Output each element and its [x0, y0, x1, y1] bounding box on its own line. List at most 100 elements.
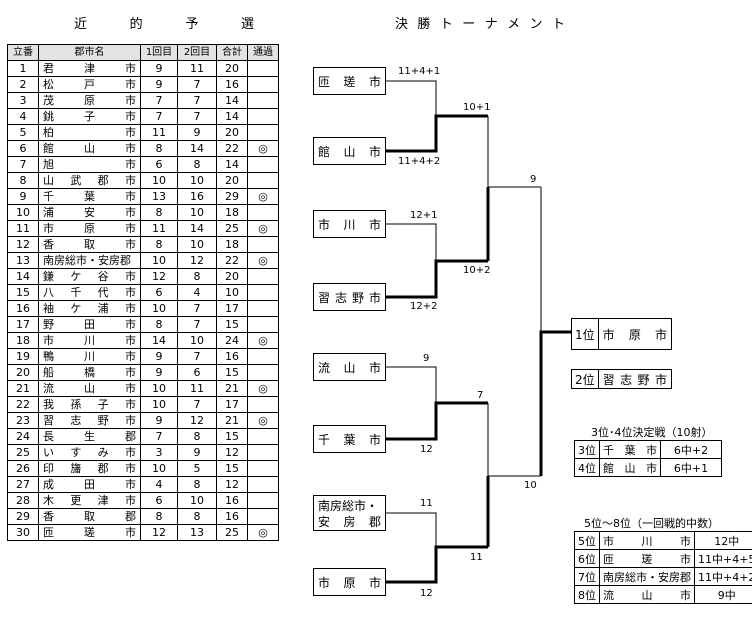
place-score: 6中+2: [660, 440, 722, 459]
place-name-cell: 流山市: [599, 585, 695, 604]
city-name: 八千代市: [43, 286, 136, 299]
team-name-line1: 南房総市・: [318, 498, 379, 513]
place-name: 南房総市・安房郡: [603, 570, 691, 584]
city-name: 千葉市: [43, 190, 136, 203]
city-name: 長生郡: [43, 430, 136, 443]
rank-second: 2位 習志野市: [571, 369, 672, 389]
rank-name: 市原市: [602, 327, 667, 342]
score-label: 12: [420, 588, 433, 599]
place-name: 館山市: [603, 461, 657, 475]
city-name: 鎌ケ谷市: [43, 270, 136, 283]
city-cell: いすみ市: [38, 444, 141, 461]
score-label: 12+2: [410, 301, 438, 312]
score-label: 11+4+2: [398, 156, 441, 167]
place-name-cell: 市川市: [599, 531, 695, 550]
place-name: 市川市: [603, 534, 691, 548]
title-char: 決: [395, 17, 409, 32]
total-score: 21: [216, 412, 248, 429]
place-position: 3位: [574, 440, 600, 459]
total-score: 15: [216, 364, 248, 381]
team-box-ichihara: 市原市: [313, 568, 386, 596]
city-name: 木更津市: [43, 494, 136, 507]
team-box-minamiboso: 南房総市・ 安房郡: [313, 495, 386, 531]
title-char: メ: [507, 17, 521, 32]
score-label: 7: [477, 390, 484, 401]
city-cell: 印旛郡市: [38, 460, 141, 477]
total-score: 29: [216, 188, 248, 205]
city-name: 匝瑳市: [43, 526, 136, 539]
city-name: 流山市: [43, 382, 136, 395]
city-name: 旭市: [43, 158, 136, 171]
team-box-narashino: 習志野市: [313, 283, 386, 311]
city-name: 銚子市: [43, 110, 136, 123]
city-name: 茂原市: [43, 94, 136, 107]
row-number: 20: [7, 364, 39, 381]
city-cell: 南房総市・安房郡: [38, 252, 141, 269]
city-cell: 八千代市: [38, 284, 141, 301]
city-name: 柏市: [43, 126, 136, 139]
bracket-line: [386, 223, 437, 261]
city-cell: 匝瑳市: [38, 524, 141, 541]
city-name: 野田市: [43, 318, 136, 331]
place-score: 11中+4+2: [693, 567, 752, 586]
round1-score: 12: [140, 524, 178, 541]
place-name-cell: 千葉市: [599, 440, 661, 459]
city-name: 香取郡: [43, 510, 136, 523]
title-char: 勝: [417, 17, 431, 32]
team-name: 習志野市: [318, 290, 381, 305]
place-position: 6位: [574, 549, 600, 568]
team-name-line2: 安房郡: [318, 514, 381, 529]
rank-name: 習志野市: [602, 372, 667, 387]
place-name-cell: 館山市: [599, 458, 661, 477]
round2-score: 10: [177, 172, 217, 189]
score-label: 12: [420, 444, 433, 455]
title-char: 予: [185, 17, 199, 32]
place-name: 流山市: [603, 588, 691, 602]
title-char: 的: [129, 17, 143, 32]
city-name: 君津市: [43, 62, 136, 75]
city-cell: 銚子市: [38, 108, 141, 125]
total-score: 25: [216, 524, 248, 541]
team-name: 千葉市: [318, 432, 381, 447]
total-score: 14: [216, 108, 248, 125]
score-label: 10+1: [463, 102, 491, 113]
title-char: 選: [240, 17, 254, 32]
city-name: いすみ市: [43, 446, 136, 459]
city-name: 習志野市: [43, 414, 136, 427]
place-name-cell: 南房総市・安房郡: [599, 567, 695, 586]
city-name: 山武郡市: [43, 174, 136, 187]
team-name: 市川市: [318, 217, 381, 232]
place-score: 11中+4+5: [693, 549, 752, 568]
score-label: 12+1: [410, 210, 438, 221]
city-name: 松戸市: [43, 78, 136, 91]
row-number: 30: [7, 524, 39, 541]
place-name: 匝瑳市: [603, 552, 691, 566]
row-number: 10: [7, 204, 39, 221]
city-cell: 習志野市: [38, 412, 141, 429]
city-name: 南房総市・安房郡: [43, 254, 131, 267]
city-name: 我孫子市: [43, 398, 136, 411]
qualifier-header-row: 立番 郡市名 1回目 2回目 合計 通過: [7, 44, 279, 61]
place-position: 7位: [574, 567, 600, 586]
rank-position: 2位: [572, 370, 599, 388]
score-label: 11+4+1: [398, 66, 441, 77]
place-score: 12中: [693, 531, 752, 550]
score-label: 11: [470, 552, 483, 563]
qualifier-title: 近 的 予 選: [74, 13, 254, 32]
team-name: 市原市: [318, 575, 381, 590]
row-number: 21: [7, 380, 39, 397]
city-name: 印旛郡市: [43, 462, 136, 475]
